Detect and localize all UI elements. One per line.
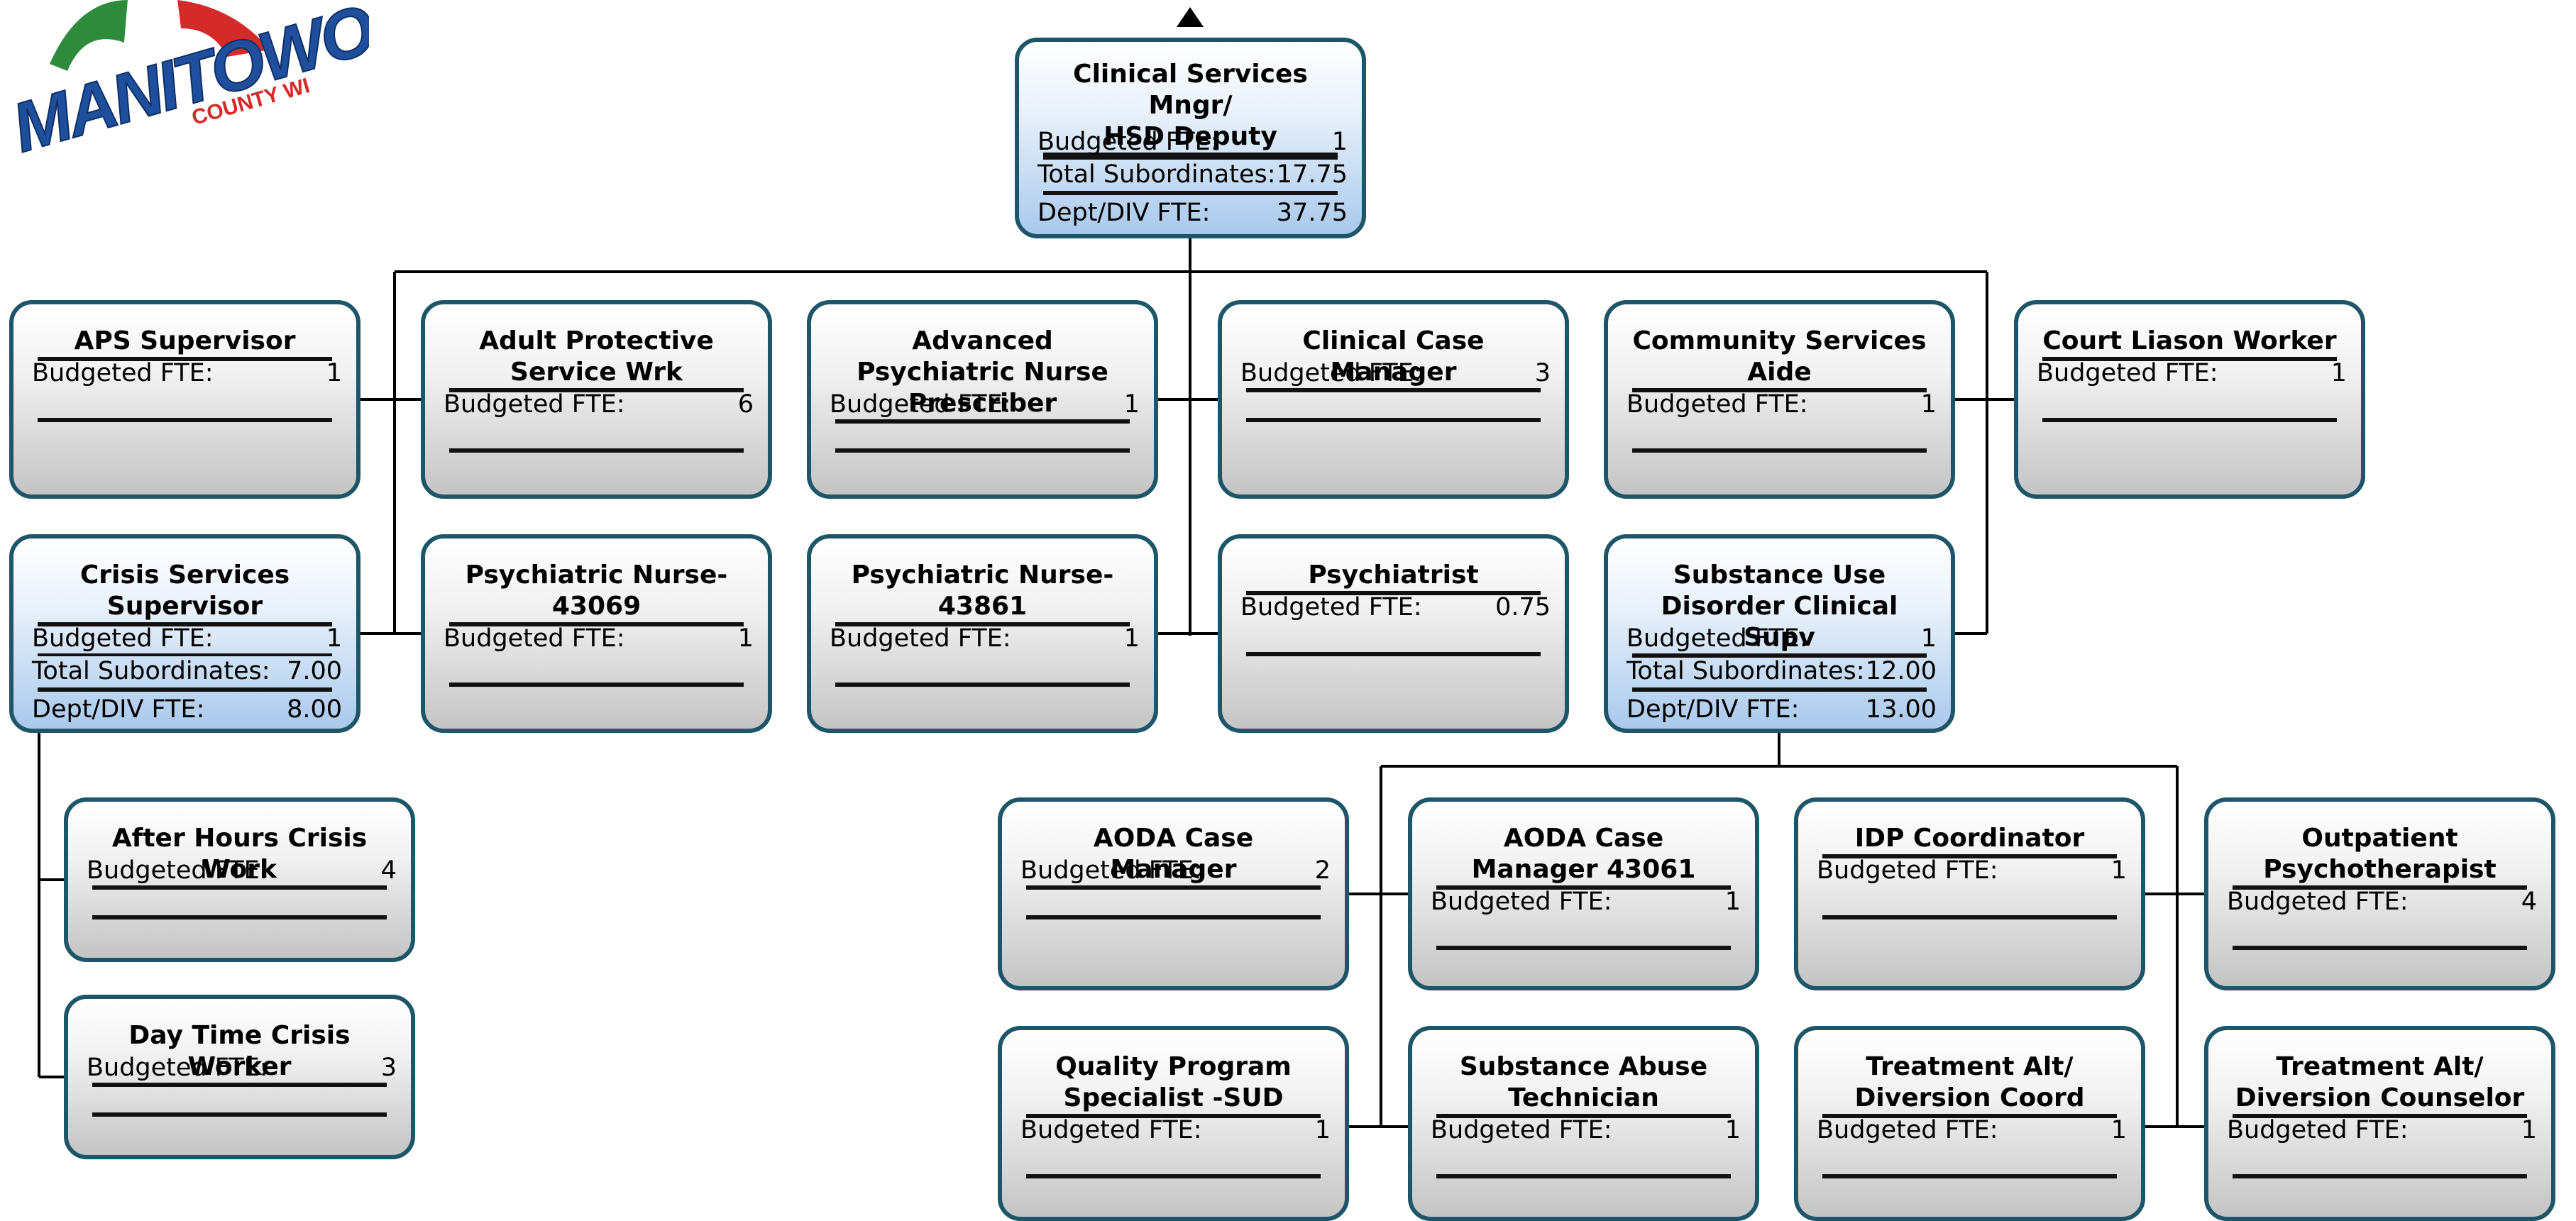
node-title: Advanced Psychiatric Nurse Prescriber bbox=[835, 326, 1130, 424]
budgeted-fte-row: Budgeted FTE: 6 bbox=[444, 390, 754, 419]
org-node-advanced-psychiatric-nurse-prescriber[interactable]: Advanced Psychiatric Nurse Prescriber Bu… bbox=[807, 300, 1158, 499]
budgeted-fte-row: Budgeted FTE: 1 bbox=[1037, 128, 1348, 156]
node-title: Psychiatrist bbox=[1246, 560, 1541, 595]
org-node-adult-protective-service-wrk[interactable]: Adult Protective Service Wrk Budgeted FT… bbox=[421, 300, 772, 499]
node-title: IDP Coordinator bbox=[1822, 823, 2117, 858]
org-node-psychiatric-nurse-43069[interactable]: Psychiatric Nurse-43069 Budgeted FTE: 1 bbox=[421, 534, 772, 733]
total-subordinates-row: Total Subordinates: 7.00 bbox=[32, 657, 342, 685]
node-title: Court Liason Worker bbox=[2042, 326, 2337, 361]
org-node-substance-abuse-technician[interactable]: Substance Abuse Technician Budgeted FTE:… bbox=[1408, 1026, 1759, 1221]
up-arrow-icon[interactable] bbox=[1177, 7, 1204, 27]
org-node-community-services-aide[interactable]: Community Services Aide Budgeted FTE: 1 bbox=[1604, 300, 1955, 499]
org-node-court-liason-worker[interactable]: Court Liason Worker Budgeted FTE: 1 bbox=[2014, 300, 2365, 499]
dept-div-fte-row: Dept/DIV FTE: 37.75 bbox=[1037, 199, 1348, 227]
node-title: Psychiatric Nurse-43069 bbox=[449, 560, 744, 626]
budgeted-fte-row: Budgeted FTE: 1 bbox=[2037, 359, 2347, 387]
dept-div-fte-row: Dept/DIV FTE: 8.00 bbox=[32, 695, 342, 724]
org-node-idp-coordinator[interactable]: IDP Coordinator Budgeted FTE: 1 bbox=[1794, 797, 2145, 990]
org-node-after-hours-crisis-work[interactable]: After Hours Crisis Work Budgeted FTE: 4 bbox=[64, 797, 415, 962]
node-title: Substance Abuse Technician bbox=[1436, 1051, 1731, 1118]
budgeted-fte-row: Budgeted FTE: 1 bbox=[1431, 1116, 1741, 1144]
budgeted-fte-row: Budgeted FTE: 1 bbox=[830, 624, 1140, 653]
org-node-psychiatric-nurse-43861[interactable]: Psychiatric Nurse-43861 Budgeted FTE: 1 bbox=[807, 534, 1158, 733]
node-title: Quality Program Specialist -SUD bbox=[1026, 1051, 1321, 1118]
total-subordinates-row: Total Subordinates: 12.00 bbox=[1626, 657, 1937, 685]
budgeted-fte-row: Budgeted FTE: 2 bbox=[1020, 856, 1331, 885]
budgeted-fte-row: Budgeted FTE: 1 bbox=[2227, 1116, 2537, 1144]
node-title: Substance Use Disorder Clinical Supv bbox=[1632, 560, 1927, 658]
org-node-aoda-case-manager[interactable]: AODA Case Manager Budgeted FTE: 2 bbox=[998, 797, 1349, 990]
org-node-clinical-case-manager[interactable]: Clinical Case Manager Budgeted FTE: 3 bbox=[1218, 300, 1569, 499]
node-title: Treatment Alt/ Diversion Counselor bbox=[2233, 1051, 2527, 1118]
org-node-treatment-alt-diversion-coord[interactable]: Treatment Alt/ Diversion Coord Budgeted … bbox=[1794, 1026, 2145, 1221]
budgeted-fte-row: Budgeted FTE: 1 bbox=[1626, 390, 1937, 419]
budgeted-fte-row: Budgeted FTE: 4 bbox=[2227, 888, 2537, 916]
org-node-root[interactable]: Clinical Services Mngr/ HSD Deputy Budge… bbox=[1015, 38, 1366, 238]
node-title: Treatment Alt/ Diversion Coord bbox=[1822, 1051, 2117, 1118]
node-title: Crisis Services Supervisor bbox=[38, 560, 332, 626]
org-node-treatment-alt-diversion-counselor[interactable]: Treatment Alt/ Diversion Counselor Budge… bbox=[2204, 1026, 2555, 1221]
node-title: Outpatient Psychotherapist bbox=[2233, 823, 2527, 890]
budgeted-fte-row: Budgeted FTE: 1 bbox=[1020, 1116, 1331, 1144]
org-node-quality-program-specialist-sud[interactable]: Quality Program Specialist -SUD Budgeted… bbox=[998, 1026, 1349, 1221]
budgeted-fte-row: Budgeted FTE: 4 bbox=[87, 856, 397, 885]
total-subordinates-row: Total Subordinates: 17.75 bbox=[1037, 160, 1348, 189]
budgeted-fte-row: Budgeted FTE: 1 bbox=[444, 624, 754, 653]
org-node-aps-supervisor[interactable]: APS Supervisor Budgeted FTE: 1 bbox=[9, 300, 360, 499]
budgeted-fte-row: Budgeted FTE: 3 bbox=[1240, 359, 1551, 387]
node-title: AODA Case Manager 43061 bbox=[1436, 823, 1731, 890]
org-node-psychiatrist[interactable]: Psychiatrist Budgeted FTE: 0.75 bbox=[1218, 534, 1569, 733]
org-node-day-time-crisis-worker[interactable]: Day Time Crisis Worker Budgeted FTE: 3 bbox=[64, 995, 415, 1159]
manitowoc-county-logo: MANITOWOC COUNTY WI bbox=[3, 0, 369, 167]
budgeted-fte-row: Budgeted FTE: 1 bbox=[1817, 856, 2127, 885]
node-title: APS Supervisor bbox=[38, 326, 332, 361]
budgeted-fte-row: Budgeted FTE: 1 bbox=[32, 359, 342, 387]
node-title: Adult Protective Service Wrk bbox=[449, 326, 744, 392]
budgeted-fte-row: Budgeted FTE: 1 bbox=[830, 390, 1140, 419]
node-title: After Hours Crisis Work bbox=[92, 823, 387, 890]
node-title: Community Services Aide bbox=[1632, 326, 1927, 392]
budgeted-fte-row: Budgeted FTE: 1 bbox=[1626, 624, 1937, 653]
budgeted-fte-row: Budgeted FTE: 1 bbox=[1431, 888, 1741, 916]
node-title: AODA Case Manager bbox=[1026, 823, 1321, 890]
dept-div-fte-row: Dept/DIV FTE: 13.00 bbox=[1626, 695, 1937, 724]
node-title: Psychiatric Nurse-43861 bbox=[835, 560, 1130, 626]
budgeted-fte-row: Budgeted FTE: 1 bbox=[32, 624, 342, 653]
org-node-outpatient-psychotherapist[interactable]: Outpatient Psychotherapist Budgeted FTE:… bbox=[2204, 797, 2555, 990]
budgeted-fte-row: Budgeted FTE: 1 bbox=[1817, 1116, 2127, 1144]
org-node-crisis-services-supervisor[interactable]: Crisis Services Supervisor Budgeted FTE:… bbox=[9, 534, 360, 733]
node-title: Clinical Services Mngr/ HSD Deputy bbox=[1043, 59, 1338, 157]
budgeted-fte-row: Budgeted FTE: 0.75 bbox=[1240, 593, 1551, 621]
org-node-substance-use-disorder-clinical-supv[interactable]: Substance Use Disorder Clinical Supv Bud… bbox=[1604, 534, 1955, 733]
node-title: Clinical Case Manager bbox=[1246, 326, 1541, 392]
budgeted-fte-row: Budgeted FTE: 3 bbox=[87, 1054, 397, 1082]
org-node-aoda-case-manager-43061[interactable]: AODA Case Manager 43061 Budgeted FTE: 1 bbox=[1408, 797, 1759, 990]
node-title: Day Time Crisis Worker bbox=[92, 1020, 387, 1087]
